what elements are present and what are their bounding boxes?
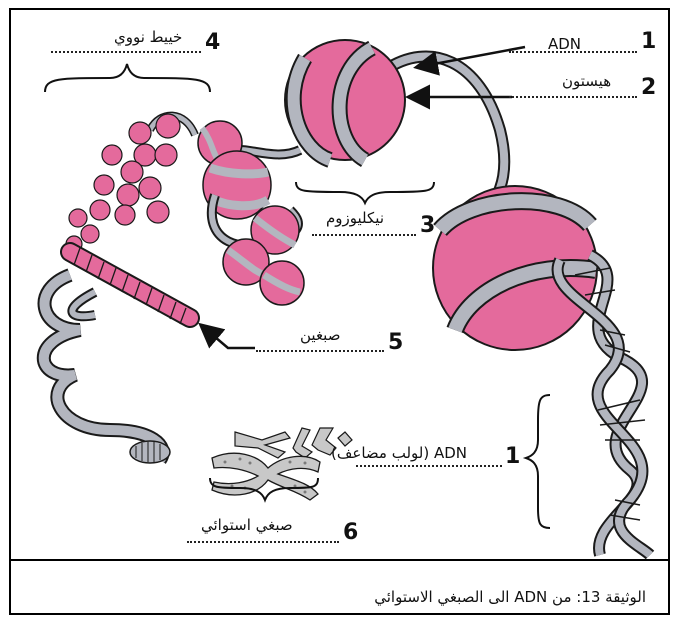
nucleosome-large-right [433,186,597,350]
document-caption: الوثيقة 13: من ADN الى الصبغي الاستوائي [0,588,646,606]
label-histone: هيستون [562,72,611,90]
leader-dots-1-bottom [356,465,502,467]
label-nucleosome: نيكليوزوم [326,209,384,227]
label-chromatin: صبغين [300,326,340,344]
nucleosome-chain [66,114,195,252]
label-number-6: 6 [343,520,358,545]
label-number-1-top: 1 [641,29,656,54]
label-nuclear-thread: خييط نووي [114,28,182,46]
arrow-to-chromatin [202,326,255,348]
leader-dots-2 [509,96,637,98]
label-adn-double-helix: ADN (لولب مضاعف) [331,444,467,462]
metaphase-chromosome [212,453,320,500]
leader-dots-5 [256,350,384,352]
label-number-2: 2 [641,75,656,100]
label-number-4: 4 [205,30,220,55]
dna-double-helix [558,255,650,555]
nucleosome-large-top [285,40,405,160]
dna-helix-bracket [526,395,550,528]
label-metaphase-chromosome: صبغي استوائي [201,516,293,534]
caption-divider [9,559,670,561]
dna-linker-strand [385,57,504,201]
nuclear-thread-bracket [45,64,210,92]
leader-dots-6 [187,541,339,543]
leader-dots-4 [51,51,201,53]
nucleosome-bracket [296,182,434,203]
label-adn: ADN [548,35,581,53]
leader-dots-3 [312,234,416,236]
label-number-5: 5 [388,330,403,355]
label-number-3: 3 [420,213,435,238]
label-number-1-bottom: 1 [505,444,520,469]
